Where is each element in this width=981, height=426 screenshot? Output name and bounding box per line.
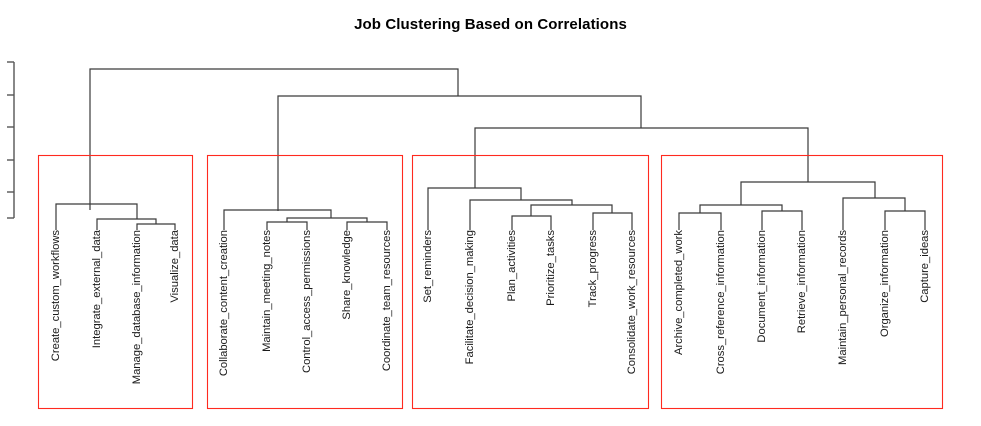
- leaf-label-12: Prioritize_tasks: [545, 230, 557, 306]
- leaf-label-2: Manage_database_information: [131, 230, 143, 384]
- leaf-labels: Create_custom_workflows Integrate_externa…: [50, 229, 931, 384]
- leaf-label-18: Retrieve_information: [796, 230, 808, 333]
- cluster-box-1[interactable]: [37, 154, 194, 410]
- leaf-label-0: Create_custom_workflows: [50, 230, 62, 362]
- dendrogram-link-c3-e: [592, 212, 633, 230]
- cluster-box-4[interactable]: [660, 154, 944, 410]
- leaf-label-15: Archive_completed_work: [673, 230, 685, 355]
- leaf-label-8: Coordinate_team_resources: [381, 230, 393, 372]
- y-axis: [7, 61, 15, 219]
- leaf-label-17: Document_information: [756, 230, 768, 343]
- leaf-label-19: Maintain_personal_records: [837, 230, 849, 365]
- dendrogram-link-c3-b: [469, 199, 573, 230]
- dendrogram-link-c1-a: [55, 203, 138, 230]
- leaf-label-10: Facilitate_decision_making: [464, 230, 476, 364]
- cluster-box-2[interactable]: [206, 154, 404, 410]
- leaf-label-1: Integrate_external_data: [91, 229, 103, 348]
- dendrogram-link-c4-f: [884, 210, 926, 230]
- cluster-box-3[interactable]: [411, 154, 650, 410]
- dendrogram-link-c3-d: [511, 215, 552, 230]
- dendrogram-link-c2-b: [286, 217, 368, 222]
- dendrogram-links: [55, 68, 926, 230]
- dendrogram-link-c2-c: [266, 221, 308, 230]
- dendrogram-link-c1-b: [96, 218, 157, 230]
- leaf-label-14: Consolidate_work_resources: [626, 230, 638, 375]
- dendrogram-link-c4-a: [740, 181, 876, 205]
- leaf-label-4: Collaborate_content_creation: [218, 230, 230, 376]
- dendrogram-link-c3-c: [530, 204, 613, 216]
- cluster-boxes: [37, 154, 944, 410]
- dendrogram-link-c4-c: [678, 212, 722, 230]
- dendrogram-link-root: [89, 68, 459, 210]
- dendrogram-link-c2-a: [223, 209, 332, 230]
- dendrogram-link-c4-b: [699, 204, 783, 213]
- leaf-label-6: Control_access_permissions: [301, 230, 313, 373]
- leaf-label-11: Plan_activities: [506, 230, 518, 302]
- leaf-label-9: Set_reminders: [422, 230, 434, 303]
- dendrogram-link-c4-e: [842, 197, 906, 230]
- leaf-label-20: Organize_information: [879, 230, 891, 337]
- leaf-label-5: Maintain_meeting_notes: [261, 230, 273, 352]
- leaf-label-13: Track_progress: [587, 230, 599, 308]
- leaf-label-16: Cross_reference_information: [715, 230, 727, 374]
- dendrogram-link-c3-a: [427, 187, 522, 230]
- page-title: Job Clustering Based on Correlations: [354, 16, 627, 33]
- dendrogram-link-c2-d: [346, 221, 388, 230]
- leaf-label-3: Visualize_data: [169, 229, 181, 302]
- dendrogram-link-c1-c: [136, 223, 176, 230]
- dendrogram-link-n2: [277, 95, 642, 211]
- dendrogram-link-c4-d: [761, 210, 803, 230]
- leaf-label-21: Capture_ideas: [919, 230, 931, 303]
- dendrogram-link-n3: [474, 127, 809, 188]
- leaf-label-7: Share_knowledge: [341, 230, 353, 320]
